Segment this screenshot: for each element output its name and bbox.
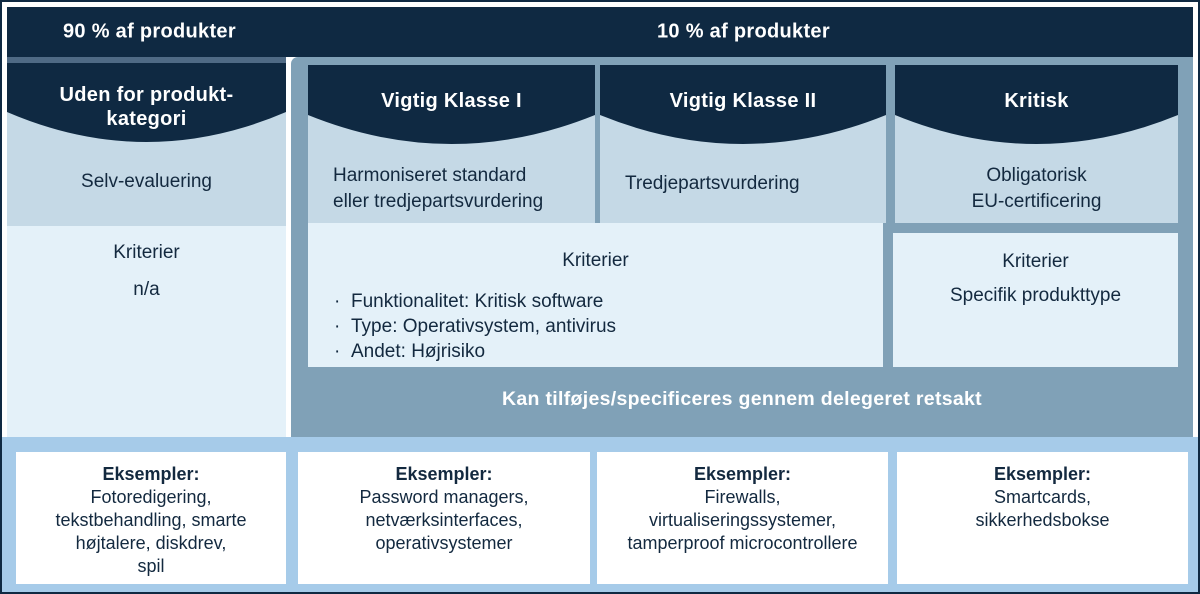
examples-box-outside: Eksempler: Fotoredigering, tekstbehandli… xyxy=(16,452,286,584)
example-line: tekstbehandling, smarte xyxy=(55,510,247,530)
example-line: Password managers, xyxy=(359,487,529,507)
critical-assessment-line-2: EU-certificering xyxy=(971,191,1102,212)
regulated-products-panel: Vigtig Klasse I Harmoniseret standard el… xyxy=(291,57,1193,437)
share-10-label: 10 % af produkter xyxy=(657,20,830,43)
delegated-act-note: Kan tilføjes/specificeres gennem deleger… xyxy=(502,388,982,410)
criteria-bullet-item: · Funktionalitet: Kritisk software xyxy=(334,289,873,314)
example-line: tamperproof microcontrollere xyxy=(627,533,858,553)
outside-title-line-2: kategori xyxy=(106,108,187,130)
examples-box-class-2: Eksempler: Firewalls, virtualiseringssys… xyxy=(597,452,888,584)
important-criteria-title: Kriterier xyxy=(562,250,629,271)
examples-box-critical: Eksempler: Smartcards, sikkerhedsbokse xyxy=(897,452,1188,584)
class-2-title: Vigtig Klasse II xyxy=(669,90,817,112)
critical-title: Kritisk xyxy=(1004,90,1069,112)
class-1-title: Vigtig Klasse I xyxy=(381,90,522,112)
outside-criteria-title: Kriterier xyxy=(113,242,180,263)
example-line: sikkerhedsbokse xyxy=(975,510,1110,530)
criteria-bullet-text: Funktionalitet: Kritisk software xyxy=(351,291,604,312)
critical-assessment-line-1: Obligatorisk xyxy=(986,165,1087,186)
example-line: netværksinterfaces, xyxy=(365,510,523,530)
example-line: Fotoredigering, xyxy=(90,487,212,507)
critical-criteria-value: Specifik produkttype xyxy=(949,285,1122,306)
important-criteria-box: Kriterier · Funktionalitet: Kritisk soft… xyxy=(308,223,883,367)
outside-category-title: Uden for produkt- kategori xyxy=(7,83,286,131)
class-1-assessment-text: Harmoniseret standard eller tredjepartsv… xyxy=(333,163,589,215)
examples-strip: Eksempler: Fotoredigering, tekstbehandli… xyxy=(2,437,1198,592)
criteria-bullet-item: · Type: Operativsystem, antivirus xyxy=(334,314,873,339)
column-outside-category: Uden for produkt- kategori Selv-evalueri… xyxy=(7,57,286,437)
bullet-dot-icon: · xyxy=(334,341,341,362)
criteria-bullet-text: Type: Operativsystem, antivirus xyxy=(351,316,617,337)
column-important-class-2: Vigtig Klasse II Tredjepartsvurdering xyxy=(600,65,886,223)
share-90-label: 90 % af produkter xyxy=(63,20,236,43)
critical-assessment-text: Obligatorisk EU-certificering xyxy=(895,163,1178,215)
class-1-header-wave-shape xyxy=(308,65,595,144)
class-1-assessment-line-1: Harmoniseret standard xyxy=(333,165,527,186)
example-line: spil xyxy=(137,556,165,576)
example-line: Smartcards, xyxy=(993,487,1092,507)
critical-criteria-box: Kriterier Specifik produkttype xyxy=(893,233,1178,367)
column-critical: Kritisk Obligatorisk EU-certificering xyxy=(895,65,1178,223)
critical-header-wave-shape xyxy=(895,65,1178,144)
outside-assessment-text: Selv-evaluering xyxy=(81,171,212,192)
class-1-assessment-line-2: eller tredjepartsvurdering xyxy=(333,191,544,212)
examples-title: Eksempler: xyxy=(993,464,1092,484)
important-criteria-list: · Funktionalitet: Kritisk software · Typ… xyxy=(334,289,873,364)
critical-criteria-title: Kriterier xyxy=(1002,251,1069,272)
examples-title: Eksempler: xyxy=(102,464,200,484)
example-line: virtualiseringssystemer, xyxy=(648,510,837,530)
examples-title: Eksempler: xyxy=(395,464,493,484)
class-2-assessment-text: Tredjepartsvurdering xyxy=(625,173,800,194)
class-2-header-wave-shape xyxy=(600,65,886,144)
example-line: Firewalls, xyxy=(704,487,781,507)
example-line: operativsystemer xyxy=(375,533,513,553)
outside-criteria-box: Kriterier n/a xyxy=(7,226,286,437)
top-share-bar: 90 % af produkter 10 % af produkter xyxy=(7,7,1193,57)
bullet-dot-icon: · xyxy=(334,316,341,337)
outside-header-wave-shape xyxy=(7,57,286,142)
example-line: højtalere, diskdrev, xyxy=(75,533,227,553)
examples-box-class-1: Eksempler: Password managers, netværksin… xyxy=(298,452,590,584)
criteria-bullet-item: · Andet: Højrisiko xyxy=(334,339,873,364)
examples-title: Eksempler: xyxy=(693,464,792,484)
bullet-dot-icon: · xyxy=(334,291,341,312)
outside-title-line-1: Uden for produkt- xyxy=(59,84,234,106)
column-important-class-1: Vigtig Klasse I Harmoniseret standard el… xyxy=(308,65,595,223)
outside-criteria-value: n/a xyxy=(133,279,160,300)
criteria-bullet-text: Andet: Højrisiko xyxy=(351,341,486,362)
